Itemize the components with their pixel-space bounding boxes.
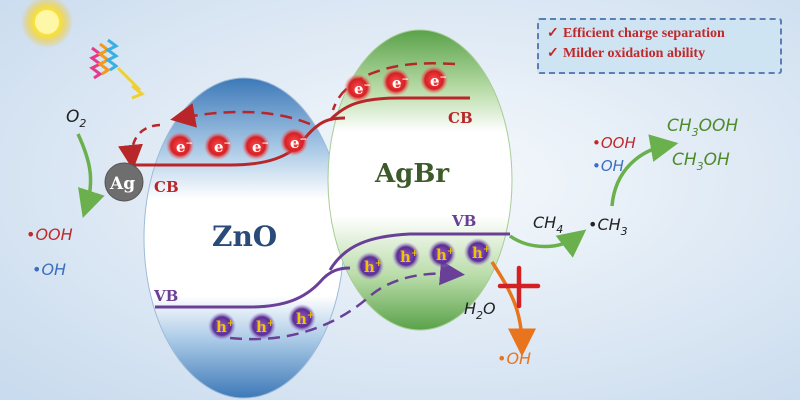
electron <box>242 132 270 160</box>
hole <box>208 312 236 340</box>
h2o-label: H2O <box>464 299 496 322</box>
zno-vb-label: VB <box>153 287 178 305</box>
hole <box>392 242 420 270</box>
ch4-oxidation-arrow <box>508 229 587 258</box>
agbr-electrons: e− e− e− <box>344 66 448 102</box>
ch3oh-product: CH3OH <box>672 150 730 173</box>
electron-label: e− <box>252 138 269 156</box>
hole <box>248 312 276 340</box>
electron-label: e− <box>430 72 447 90</box>
ch4-label: CH4 <box>533 213 563 236</box>
water-oh-radical: •OH <box>497 349 531 368</box>
ch3-radical-label: •CH3 <box>588 215 628 238</box>
electron <box>420 66 448 94</box>
legend-item-text: Milder oxidation ability <box>563 46 706 61</box>
legend-item: ✓ Efficient charge separation <box>547 24 772 44</box>
hole <box>428 240 456 268</box>
check-icon: ✓ <box>547 26 559 41</box>
water-oxidation-arrow <box>490 261 536 357</box>
zno-cb-label: CB <box>154 178 179 196</box>
agbr-vb-band <box>328 232 510 271</box>
agbr-cb-band <box>328 96 470 122</box>
electron <box>344 74 372 102</box>
electron-to-ag-arrow <box>118 123 161 170</box>
electron-transfer-arrow-left <box>170 103 311 128</box>
left-oh-radical: •OH <box>32 260 66 279</box>
check-icon: ✓ <box>547 46 559 61</box>
agbr-label: AgBr <box>374 159 449 189</box>
hole-label: h+ <box>472 244 490 262</box>
hole-label: h+ <box>436 246 454 264</box>
electron-label: e− <box>392 74 409 92</box>
ch3-to-products-arrow <box>610 134 679 207</box>
light-rays-icon <box>89 38 145 100</box>
agbr-vb-label: VB <box>451 212 476 230</box>
legend-item-text: Efficient charge separation <box>563 26 725 41</box>
hole-label: h+ <box>256 318 274 336</box>
right-ooh-radical: •OOH <box>592 134 636 152</box>
zno-vb-band <box>155 266 351 309</box>
o2-reduction-arrow <box>76 133 105 218</box>
electron-transfer-arrow-top <box>331 62 456 111</box>
agbr-holes: h+ h+ h+ h+ <box>356 238 492 280</box>
legend-item: ✓ Milder oxidation ability <box>547 44 772 64</box>
zno-holes: h+ h+ h+ <box>208 304 316 340</box>
hole-label: h+ <box>364 258 382 276</box>
advantages-legend: ✓ Efficient charge separation ✓ Milder oxi… <box>537 18 782 74</box>
ch3ooh-product: CH3OOH <box>667 116 738 139</box>
electron <box>382 68 410 96</box>
electron <box>166 132 194 160</box>
electron <box>204 132 232 160</box>
ag-particle <box>104 162 144 202</box>
hole-transfer-arrow <box>229 260 465 341</box>
hole-label: h+ <box>400 248 418 266</box>
electron-label: e− <box>290 134 307 152</box>
zno-label: ZnO <box>212 220 277 253</box>
hole <box>356 252 384 280</box>
right-oh-radical: •OH <box>592 157 624 175</box>
left-ooh-radical: •OOH <box>26 225 73 244</box>
sun-core <box>35 10 59 34</box>
o2-label: O2 <box>66 107 86 130</box>
ag-label: Ag <box>109 174 135 194</box>
hole-label: h+ <box>216 318 234 336</box>
agbr-cb-label: CB <box>448 109 473 127</box>
zno-electrons: e− e− e− e− <box>166 128 308 160</box>
electron-label: e− <box>354 80 371 98</box>
hole <box>464 238 492 266</box>
electron <box>280 128 308 156</box>
hole <box>288 304 316 332</box>
electron-label: e− <box>176 138 193 156</box>
blocked-cross-icon <box>497 265 541 309</box>
electron-label: e− <box>214 138 231 156</box>
hole-label: h+ <box>296 310 314 328</box>
